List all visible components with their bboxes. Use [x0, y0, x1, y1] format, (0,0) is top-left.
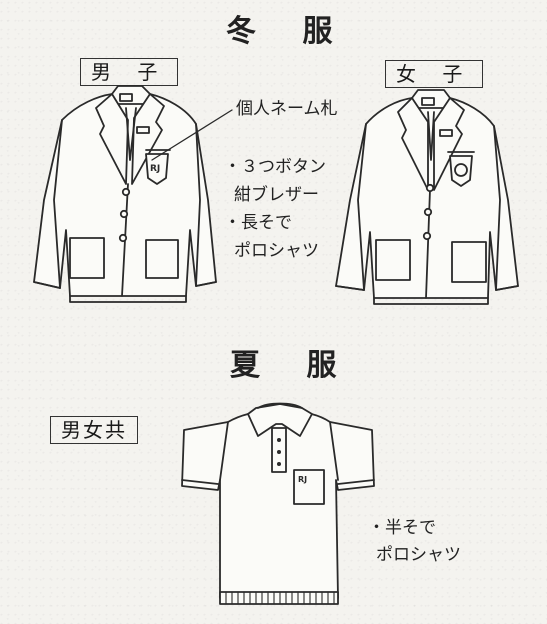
- summer-uniform-title: 夏 服: [230, 348, 355, 383]
- boys-name-tag: [136, 126, 150, 134]
- boys-blazer-illustration: RJ: [33, 85, 217, 303]
- name-tag-label: 個人ネーム札: [236, 99, 338, 119]
- summer-note-2: ポロシャツ: [376, 545, 461, 565]
- unisex-label: 男女共: [50, 416, 138, 444]
- polo-shirt-illustration: RJ: [181, 402, 375, 605]
- boys-badge-text: RJ: [150, 164, 160, 174]
- polo-pocket-text: RJ: [298, 475, 307, 484]
- winter-note-4: ポロシャツ: [234, 241, 319, 261]
- girls-blazer-illustration: [335, 89, 519, 305]
- winter-uniform-title: 冬 服: [226, 14, 351, 49]
- girls-name-tag: [439, 129, 453, 137]
- girls-label: 女 子: [385, 60, 484, 88]
- winter-note-3: ・長そで: [224, 213, 292, 233]
- summer-note-1: ・半そで: [368, 518, 436, 538]
- boys-label: 男 子: [80, 58, 179, 86]
- winter-note-2: 紺ブレザー: [234, 185, 319, 205]
- winter-note-1: ・３つボタン: [224, 157, 326, 177]
